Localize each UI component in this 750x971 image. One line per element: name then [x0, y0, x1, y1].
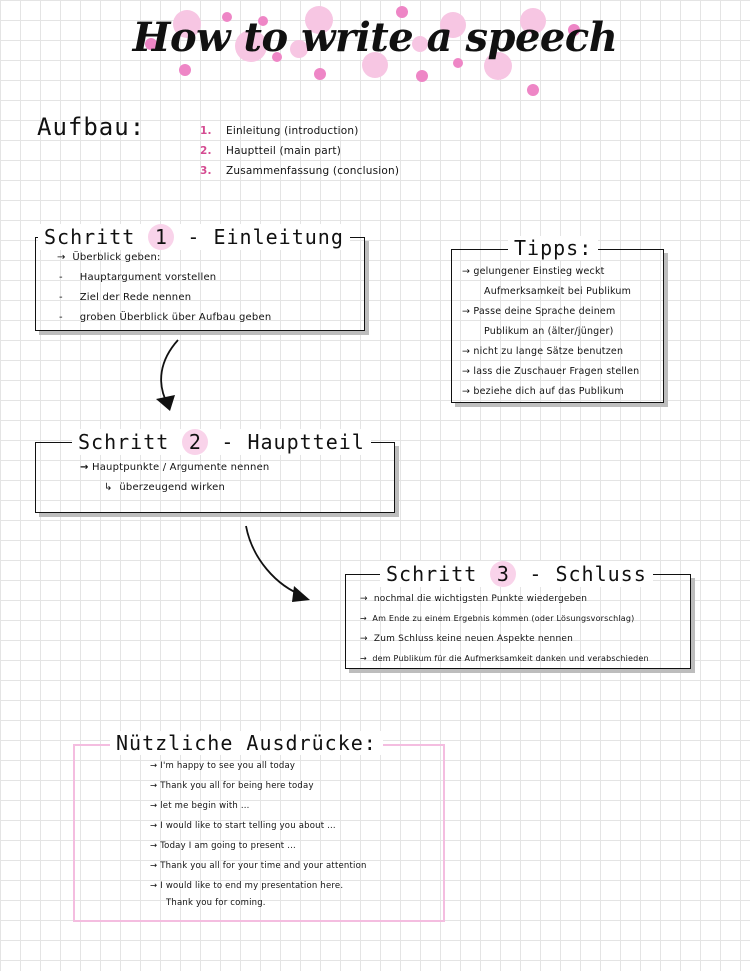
list-item: → let me begin with ...: [150, 801, 250, 811]
list-item: Publikum an (älter/jünger): [484, 326, 614, 337]
list-item: → lass die Zuschauer Fragen stellen: [462, 366, 640, 377]
list-item: → gelungener Einstieg weckt: [462, 266, 605, 277]
step1-heading: Schritt 1 - Einleitung: [38, 224, 350, 250]
structure-list: 1.Einleitung (introduction) 2.Hauptteil …: [200, 125, 399, 185]
list-item: - Ziel der Rede nennen: [59, 292, 192, 303]
list-item: → I'm happy to see you all today: [150, 761, 296, 771]
list-item: → dem Publikum für die Aufmerksamkeit da…: [360, 654, 649, 663]
list-item: → Thank you all for your time and your a…: [150, 861, 367, 871]
structure-label: Aufbau:: [37, 113, 146, 141]
list-item: Thank you for coming.: [166, 898, 266, 908]
list-item: → beziehe dich auf das Publikum: [462, 386, 624, 397]
list-item: → Zum Schluss keine neuen Aspekte nennen: [360, 634, 573, 644]
arrow-down-icon: [156, 339, 179, 411]
structure-item: 2.Hauptteil (main part): [200, 145, 342, 157]
list-item: → Am Ende zu einem Ergebnis kommen (oder…: [360, 614, 635, 623]
list-item: - groben Überblick über Aufbau geben: [59, 312, 272, 323]
phrases-heading: Nützliche Ausdrücke:: [110, 731, 383, 755]
structure-item: 1.Einleitung (introduction): [200, 125, 359, 137]
list-item: → Thank you all for being here today: [150, 781, 314, 791]
arrow-down-right-icon: [245, 525, 310, 602]
list-item: → I would like to end my presentation he…: [150, 881, 344, 891]
step2-heading: Schritt 2 - Hauptteil: [72, 429, 371, 455]
tips-heading: Tipps:: [508, 236, 599, 260]
list-item: → Hauptpunkte / Argumente nennen: [80, 462, 270, 473]
list-item: → Überblick geben:: [57, 252, 161, 263]
list-item: → Passe deine Sprache deinem: [462, 306, 616, 317]
list-item: → nicht zu lange Sätze benutzen: [462, 346, 624, 357]
list-item: → I would like to start telling you abou…: [150, 821, 336, 831]
list-item: Aufmerksamkeit bei Publikum: [484, 286, 632, 297]
step3-heading: Schritt 3 - Schluss: [380, 561, 653, 587]
structure-item: 3.Zusammenfassung (conclusion): [200, 165, 400, 177]
page-title: How to write a speech: [132, 14, 618, 61]
list-item: ↳ überzeugend wirken: [104, 482, 226, 493]
list-item: → nochmal die wichtigsten Punkte wiederg…: [360, 594, 588, 604]
list-item: → Today I am going to present ...: [150, 841, 296, 851]
list-item: - Hauptargument vorstellen: [59, 272, 217, 283]
